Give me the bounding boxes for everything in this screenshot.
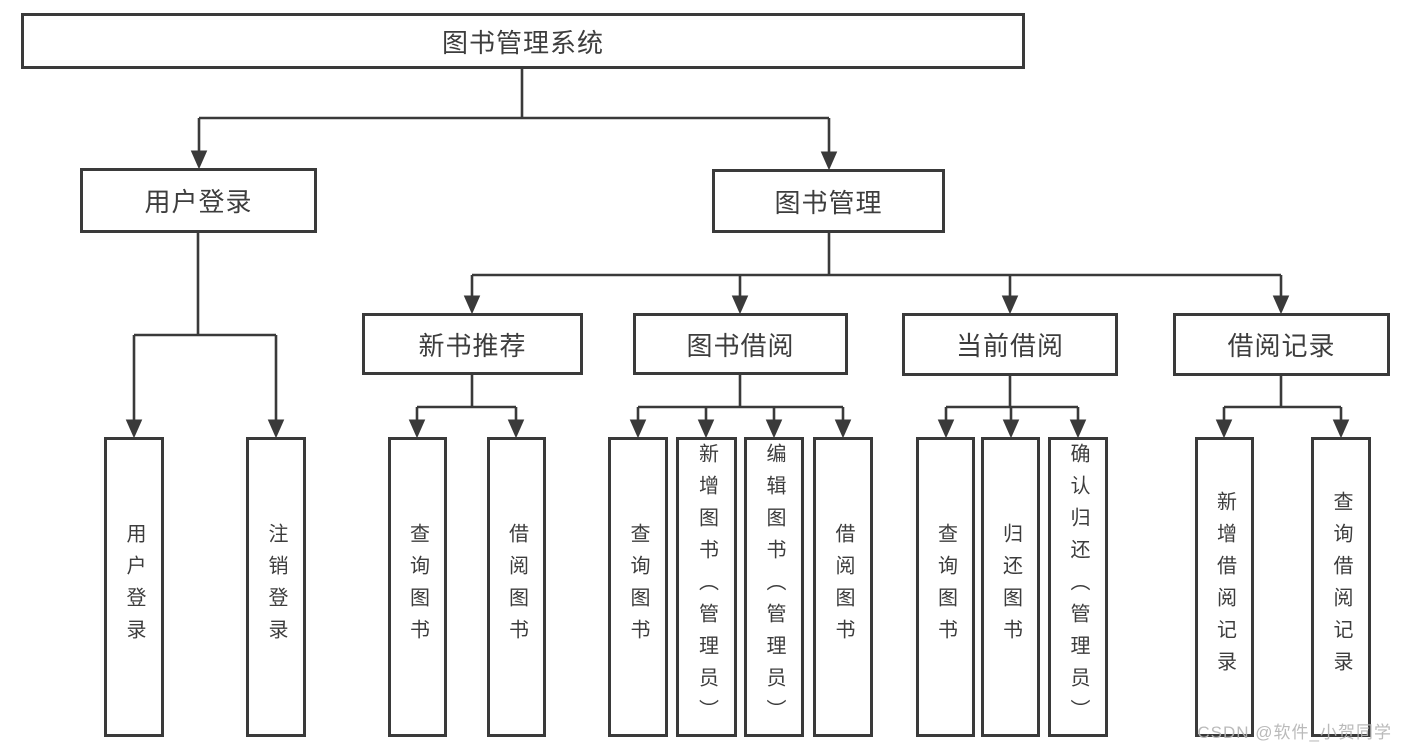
leaf-query-borrow-record: 查询借阅记录: [1311, 437, 1371, 737]
leaf-add-books-admin: 新增图书（管理员）: [676, 437, 737, 737]
connector-book-management: [463, 233, 1290, 315]
csdn-watermark: CSDN @软件_小贺同学: [1197, 723, 1392, 742]
connector-borrow-records: [1215, 376, 1350, 439]
leaf-query-books-current: 查询图书: [916, 437, 975, 737]
leaf-add-borrow-record: 新增借阅记录: [1195, 437, 1254, 737]
connector-root: [190, 67, 838, 171]
node-new-book-recommend: 新书推荐: [362, 313, 583, 375]
connector-book-borrow: [629, 375, 852, 439]
leaf-borrow-books-recommend: 借阅图书: [487, 437, 546, 737]
node-current-borrow: 当前借阅: [902, 313, 1118, 376]
leaf-confirm-return-admin: 确认归还（管理员）: [1048, 437, 1108, 737]
leaf-edit-books-admin: 编辑图书（管理员）: [744, 437, 804, 737]
node-borrow-records: 借阅记录: [1173, 313, 1390, 376]
node-book-borrow: 图书借阅: [633, 313, 848, 375]
leaf-borrow-books: 借阅图书: [813, 437, 873, 737]
node-book-management: 图书管理: [712, 169, 945, 233]
connector-current-borrow: [937, 376, 1087, 439]
connector-new-book: [408, 375, 525, 439]
leaf-query-books-recommend: 查询图书: [388, 437, 447, 737]
node-root-system: 图书管理系统: [21, 13, 1025, 69]
leaf-return-books: 归还图书: [981, 437, 1040, 737]
node-user-login: 用户登录: [80, 168, 317, 233]
leaf-logout: 注销登录: [246, 437, 306, 737]
leaf-user-login: 用户登录: [104, 437, 164, 737]
leaf-query-books-borrow: 查询图书: [608, 437, 668, 737]
connector-user-login: [125, 233, 285, 439]
